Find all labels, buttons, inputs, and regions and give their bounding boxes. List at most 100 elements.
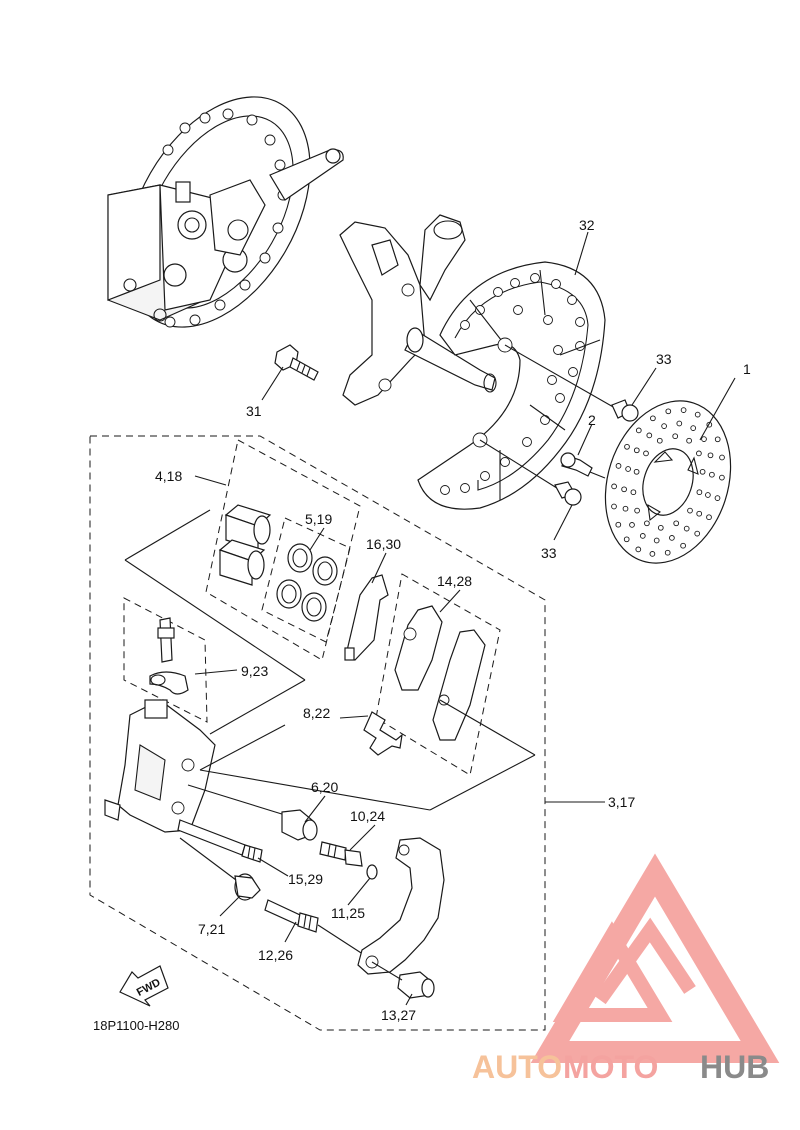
disc-hole xyxy=(621,486,627,493)
disc-hole xyxy=(694,530,701,537)
part-label-31: 31 xyxy=(246,403,262,419)
disc-hole xyxy=(635,546,642,553)
part-label-11-25: 11,25 xyxy=(331,905,365,921)
disc-hole xyxy=(696,510,703,517)
disc-hole xyxy=(623,536,630,543)
disc-hole xyxy=(687,507,693,514)
part-label-12-26: 12,26 xyxy=(258,947,293,963)
disc-hole xyxy=(656,437,663,444)
watermark-logo-icon xyxy=(530,853,780,1063)
disc-hole xyxy=(696,450,702,457)
disc-hole xyxy=(635,427,642,434)
disc-hole xyxy=(690,425,697,431)
seals-5-19-illustration xyxy=(261,517,351,643)
washer-11-25-illustration xyxy=(366,864,378,880)
watermark-text-moto: MOTO xyxy=(563,1049,658,1085)
disc-hole xyxy=(649,551,656,557)
disc-hole xyxy=(680,407,687,413)
part-label-33-lower: 33 xyxy=(541,545,557,561)
sleeve-13-27-illustration xyxy=(371,961,435,999)
disc-hole xyxy=(622,505,629,512)
disc-hole xyxy=(643,450,649,457)
disc-hole xyxy=(680,542,686,549)
watermark-text: AUTO MOTO HUB xyxy=(472,1049,769,1085)
drawing-code: 18P1100-H280 xyxy=(93,1018,180,1033)
disc-hole xyxy=(699,468,706,475)
disc-hole xyxy=(661,423,667,429)
knuckle-bracket-illustration xyxy=(339,214,497,406)
assembled-view-illustration xyxy=(107,96,344,328)
pad-spring-8-22-illustration xyxy=(363,711,403,756)
disc-hole xyxy=(650,415,656,422)
disc-hole xyxy=(686,437,692,444)
disc-hole xyxy=(634,507,640,514)
disc-hole xyxy=(624,443,630,450)
part-label-9-23: 9,23 xyxy=(241,663,268,679)
leader-line xyxy=(199,724,286,771)
leader-line xyxy=(209,679,306,735)
disc-hole xyxy=(694,411,701,418)
pin-12-26-illustration xyxy=(264,899,373,961)
screw-33-upper-illustration xyxy=(504,344,639,422)
screw-33-lower-illustration xyxy=(479,439,582,506)
part-label-14-28: 14,28 xyxy=(437,573,472,589)
part-label-8-22: 8,22 xyxy=(303,705,330,721)
part-label-1: 1 xyxy=(743,361,751,377)
part-label-33-upper: 33 xyxy=(656,351,672,367)
leader-line xyxy=(124,509,211,561)
pin-10-24-illustration xyxy=(319,841,363,867)
part-label-13-27: 13,27 xyxy=(381,1007,416,1023)
leader-line xyxy=(429,754,536,811)
bleeder-group-9-23-illustration xyxy=(123,597,208,723)
disc-hole xyxy=(709,471,715,478)
disc-hole xyxy=(696,489,703,496)
part-label-32: 32 xyxy=(579,217,595,233)
part-label-6-20: 6,20 xyxy=(311,779,338,795)
disc-hole xyxy=(629,522,635,528)
disc-hole xyxy=(719,474,725,481)
callout-leaders xyxy=(194,231,736,1006)
disc-hole xyxy=(615,521,622,528)
disc-hole xyxy=(707,452,714,459)
caliper-kit-boundary xyxy=(89,435,546,1031)
disc-hole xyxy=(664,549,671,556)
part-label-5-19: 5,19 xyxy=(305,511,332,527)
disc-hole xyxy=(630,489,637,496)
disc-hole xyxy=(673,520,680,527)
caliper-body-illustration xyxy=(104,699,216,833)
part-label-3-17: 3,17 xyxy=(608,794,635,810)
part-label-16-30: 16,30 xyxy=(366,536,401,552)
disc-guard-32-illustration xyxy=(417,261,606,510)
part-label-2: 2 xyxy=(588,412,596,428)
disc-hole xyxy=(701,436,707,442)
caliper-bracket-illustration xyxy=(357,837,445,975)
part-label-15-29: 15,29 xyxy=(288,871,323,887)
part-label-7-21: 7,21 xyxy=(198,921,225,937)
leader-line xyxy=(124,559,306,681)
part-labels: 1 2 31 32 33 33 4,18 5,19 16,30 14,28 9,… xyxy=(155,217,751,1023)
disc-hole xyxy=(669,535,675,541)
piston-group-4-18-illustration xyxy=(205,439,361,661)
brake-pads-14-28-illustration xyxy=(375,573,536,776)
disc-hole xyxy=(611,483,617,490)
disc-hole xyxy=(633,447,640,454)
disc-hole xyxy=(633,468,640,475)
screw-2-illustration xyxy=(560,452,606,479)
fwd-arrow-icon: FWD xyxy=(119,965,169,1007)
part-label-4-18: 4,18 xyxy=(155,468,182,484)
watermark-text-hub: HUB xyxy=(700,1049,769,1085)
disc-hole xyxy=(644,520,650,527)
bolt-31-illustration xyxy=(274,344,319,381)
disc-hole xyxy=(653,537,660,544)
disc-hole xyxy=(719,454,725,461)
disc-hole xyxy=(665,408,672,415)
disc-hole xyxy=(611,503,617,510)
disc-hole xyxy=(705,492,711,498)
disc-hole xyxy=(706,514,712,521)
disc-hole xyxy=(646,432,653,439)
disc-hole xyxy=(657,524,664,531)
shim-16-30-illustration xyxy=(344,574,389,661)
disc-hole xyxy=(714,495,721,501)
